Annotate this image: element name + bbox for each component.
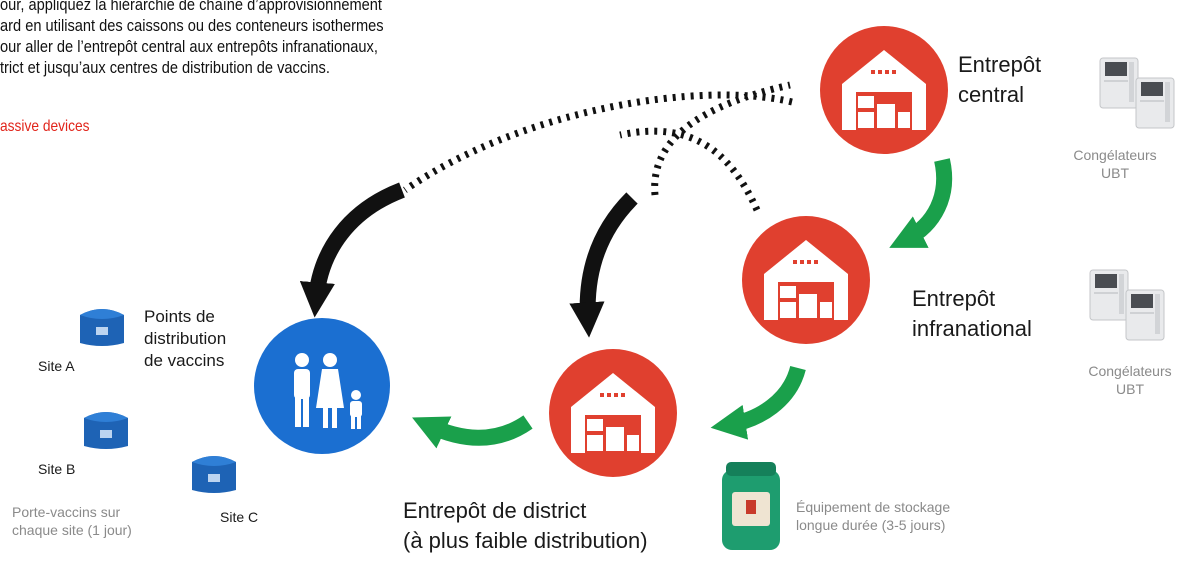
green-arrow-central-to-sub xyxy=(889,158,953,248)
subnational-title-line2: infranational xyxy=(912,316,1032,341)
subnational-equip-line2: UBT xyxy=(1116,381,1144,397)
carrier-site-a-icon xyxy=(80,309,124,346)
district-warehouse-icon xyxy=(549,349,677,477)
intro-line: trict et jusqu’aux centres de distributi… xyxy=(0,58,330,77)
long-term-storage-icon xyxy=(722,462,780,550)
carrier-label-line2: chaque site (1 jour) xyxy=(12,522,132,538)
district-title: Entrepôt de district (à plus faible dist… xyxy=(403,496,648,556)
dotted-path-central-to-points xyxy=(403,91,793,193)
central-equipment-label: Congélateurs UBT xyxy=(1060,146,1170,182)
distribution-points-title: Points de distribution de vaccins xyxy=(144,306,226,372)
central-title-line2: central xyxy=(958,82,1025,107)
subnational-warehouse-icon xyxy=(742,216,870,344)
subnational-freezers-icon xyxy=(1089,269,1165,341)
subnational-title-line1: Entrepôt xyxy=(912,286,996,311)
carrier-label-line1: Porte-vaccins sur xyxy=(12,504,121,520)
district-equip-line1: Équipement de stockage xyxy=(796,499,951,515)
family-icon xyxy=(254,318,390,454)
points-title-line1: Points de xyxy=(144,307,215,326)
intro-line: ard en utilisant des caissons ou des con… xyxy=(0,16,384,35)
points-title-line3: de vaccins xyxy=(144,351,225,370)
intro-line: our, appliquez la hiérarchie de chaîne d… xyxy=(0,0,383,14)
district-equip-line2: longue durée (3-5 jours) xyxy=(796,517,946,533)
intro-line: our aller de l’entrepôt central aux entr… xyxy=(0,37,378,56)
intro-paragraph: our, appliquez la hiérarchie de chaîne d… xyxy=(0,0,430,78)
passive-devices-link[interactable]: assive devices xyxy=(0,118,90,135)
points-title-line2: distribution xyxy=(144,329,227,348)
black-arrow-to-points xyxy=(299,182,405,318)
site-a-label: Site A xyxy=(38,358,75,374)
district-title-line2: (à plus faible distribution) xyxy=(403,528,648,553)
site-c-label: Site C xyxy=(220,509,259,525)
subnational-equip-line1: Congélateurs xyxy=(1088,363,1172,379)
carrier-site-c-icon xyxy=(192,456,236,493)
subnational-title: Entrepôt infranational xyxy=(912,284,1032,344)
subnational-equipment-label: Congélateurs UBT xyxy=(1075,362,1185,398)
central-warehouse-icon xyxy=(820,26,948,154)
central-title: Entrepôt central xyxy=(958,50,1041,110)
dotted-path-crossing xyxy=(651,81,791,196)
central-title-line1: Entrepôt xyxy=(958,52,1042,77)
carrier-site-b-icon xyxy=(84,412,128,449)
district-title-line1: Entrepôt de district xyxy=(403,498,587,523)
carrier-label: Porte-vaccins sur chaque site (1 jour) xyxy=(12,503,132,539)
central-freezers-icon xyxy=(1099,57,1175,129)
site-b-label: Site B xyxy=(38,461,76,477)
black-arrow-to-district xyxy=(569,192,638,338)
green-arrow-district-to-points xyxy=(412,415,533,449)
district-equipment-label: Équipement de stockage longue durée (3-5… xyxy=(796,498,950,534)
central-equip-line1: Congélateurs xyxy=(1073,147,1157,163)
central-equip-line2: UBT xyxy=(1101,165,1129,181)
dotted-path-upper xyxy=(619,127,761,212)
green-arrow-sub-to-district xyxy=(710,365,806,440)
